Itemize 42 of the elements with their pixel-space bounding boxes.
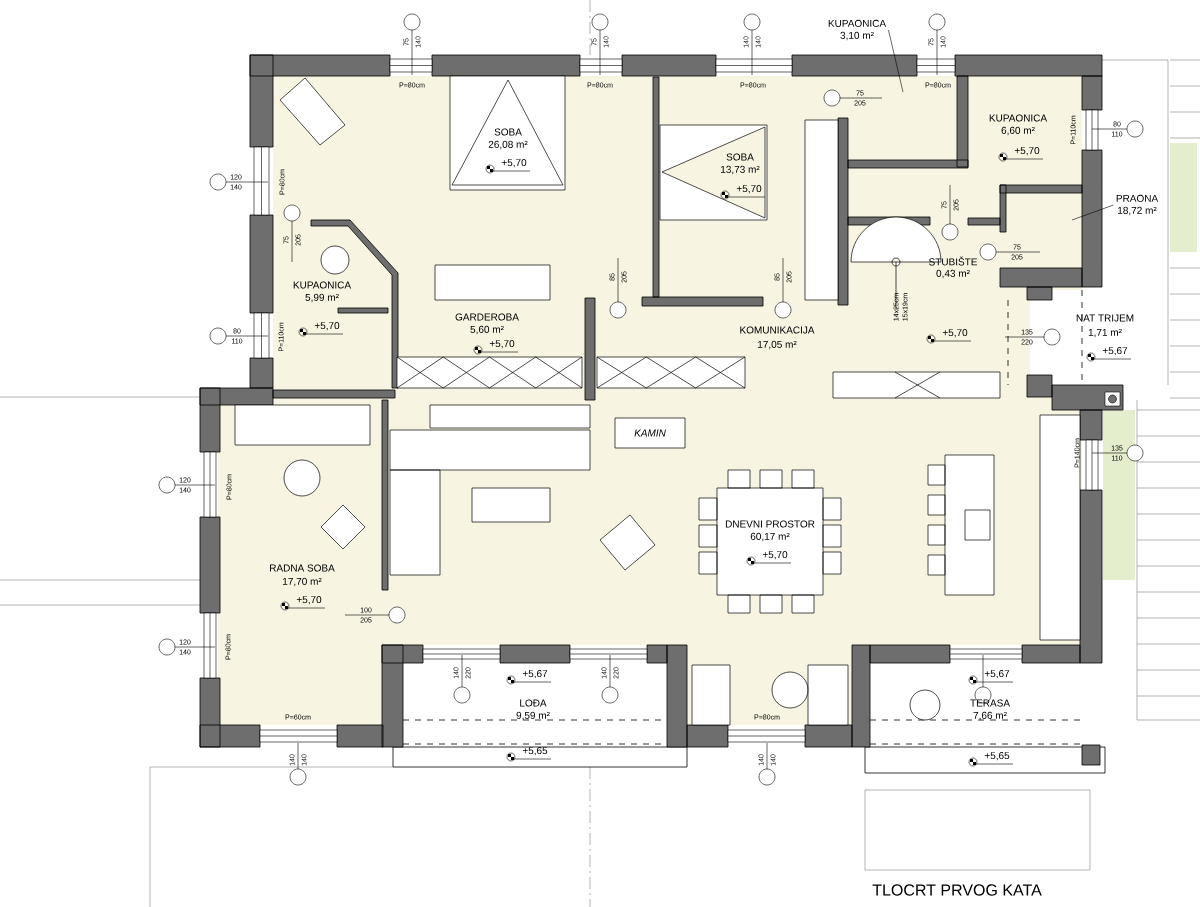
level-label: +5,65 bbox=[522, 747, 548, 756]
room-area: 6,60 m² bbox=[1001, 126, 1035, 136]
room-area: 26,08 m² bbox=[488, 140, 528, 150]
level-label: +5,70 bbox=[501, 159, 527, 168]
room-name: GARDEROBA bbox=[455, 313, 519, 321]
room-name: KUPAONICA bbox=[989, 114, 1048, 122]
room-area: 1,71 m² bbox=[1088, 328, 1122, 338]
room-name: DNEVNI PROSTOR bbox=[725, 520, 815, 528]
room-name: SOBA bbox=[494, 128, 522, 136]
room-area: 17,70 m² bbox=[283, 577, 322, 587]
level-label: +5,67 bbox=[984, 670, 1010, 679]
room-area: 9,59 m² bbox=[516, 711, 550, 721]
drawing-title: TLOCRT PRVOG KATA bbox=[872, 884, 1042, 896]
level-label: +5,67 bbox=[522, 670, 548, 679]
room-name: LOĐA bbox=[520, 699, 547, 707]
level-label: +5,70 bbox=[762, 551, 788, 560]
level-label: +5,67 bbox=[1102, 347, 1128, 356]
room-name: KUPAONICA bbox=[293, 281, 352, 289]
room-label: KUPAONICA 3,10 m² bbox=[828, 19, 887, 41]
room-name: RADNA SOBA bbox=[270, 564, 335, 572]
level-label: +5,70 bbox=[296, 596, 322, 605]
room-name: SOBA bbox=[726, 153, 754, 161]
room-area: 5,99 m² bbox=[305, 293, 339, 303]
level-label: +5,70 bbox=[489, 340, 515, 349]
level-label: +5,70 bbox=[314, 322, 340, 331]
room-area: 13,73 m² bbox=[721, 165, 760, 175]
room-label: PRAONA 18,72 m² bbox=[1116, 194, 1159, 216]
room-area: 7,66 m² bbox=[973, 711, 1007, 721]
fireplace-label: KAMIN bbox=[634, 429, 666, 437]
level-label: +5,65 bbox=[984, 752, 1010, 761]
room-area: 5,60 m² bbox=[470, 325, 504, 335]
room-area: 17,05 m² bbox=[758, 340, 797, 350]
room-name: KOMUNIKACIJA bbox=[740, 326, 815, 334]
room-area: 0,43 m² bbox=[936, 269, 970, 279]
level-label: +5,70 bbox=[736, 185, 762, 194]
level-label: +5,70 bbox=[942, 329, 968, 338]
room-area: 60,17 m² bbox=[750, 532, 790, 542]
leader-line bbox=[888, 29, 904, 93]
room-name: NAT TRIJEM bbox=[1076, 314, 1134, 322]
room-name: STUBIŠTE bbox=[929, 256, 978, 266]
level-label: +5,70 bbox=[1014, 147, 1040, 156]
room-name: TERASA bbox=[970, 699, 1010, 707]
